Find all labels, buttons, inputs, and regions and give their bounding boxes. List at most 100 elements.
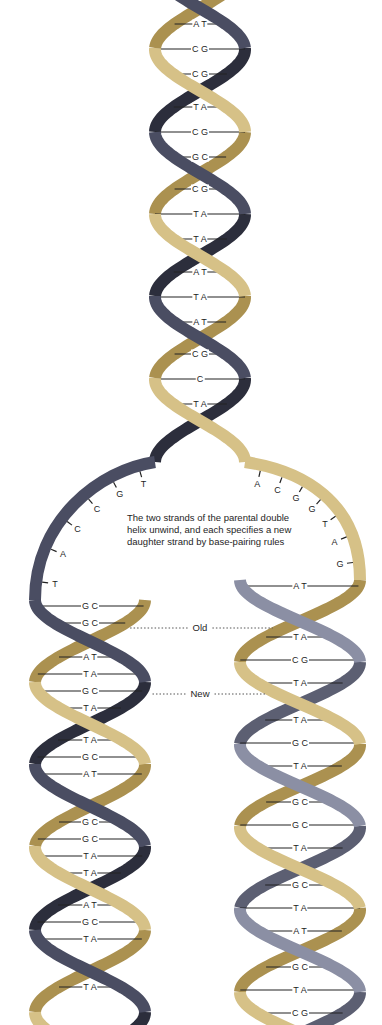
base-label: C [73, 525, 82, 534]
base-pair-label: G C [291, 798, 309, 807]
base-tick [42, 582, 48, 584]
base-pair-label: A T [292, 927, 307, 936]
strand-front [35, 930, 145, 1012]
base-pair-label: C G [291, 656, 309, 665]
base-pair-label: T A [292, 716, 307, 725]
strand-front [155, 296, 245, 378]
base-tick [67, 522, 72, 526]
base-label: A [59, 550, 67, 559]
base-label: A [253, 479, 261, 488]
base-tick [317, 500, 321, 505]
strand-front [35, 682, 145, 764]
base-label: C [93, 504, 102, 513]
base-pair-label: T A [292, 844, 307, 853]
strand-front [35, 600, 145, 682]
base-pair-label: T A [82, 983, 97, 992]
base-tick [299, 487, 302, 492]
helix-back-strands [35, 0, 360, 1025]
strand-label: Old [191, 623, 210, 633]
strand-back [240, 580, 360, 662]
strand-front [240, 580, 360, 662]
base-label: A [330, 537, 338, 546]
base-ticks [42, 471, 353, 583]
strand-back [35, 682, 145, 764]
strand-front [155, 132, 245, 214]
base-pair-label: C [196, 375, 205, 384]
base-label: T [140, 479, 148, 488]
base-pair-label: G C [291, 881, 309, 890]
base-pair-label: T A [82, 935, 97, 944]
base-pair-label: G C [191, 153, 209, 162]
base-tick [259, 471, 260, 477]
strand-front [155, 378, 245, 462]
leader-line [215, 694, 267, 695]
base-pair-label: T A [82, 736, 97, 745]
strand-front [240, 992, 314, 1025]
base-pair-label: T A [82, 670, 97, 679]
base-pair-label: G C [291, 963, 309, 972]
leader-line [129, 628, 188, 629]
base-pair-label: C G [291, 1009, 309, 1018]
strand-front [155, 214, 245, 296]
helix-front-strands [35, 0, 360, 1025]
base-label: C [273, 485, 282, 494]
base-pair-label: T A [292, 633, 307, 642]
strand-back [155, 214, 245, 296]
base-pair-label: T A [292, 762, 307, 771]
base-pair-label: C G [191, 350, 209, 359]
strand-back [35, 930, 145, 1012]
base-label: G [115, 489, 124, 498]
base-pair-label: C G [191, 128, 209, 137]
base-pair-label: T A [292, 904, 307, 913]
base-label: G [336, 560, 345, 569]
base-pair-label: A T [292, 582, 307, 591]
base-pair-label: T A [192, 210, 207, 219]
strand-back [118, 1012, 145, 1025]
leader-lines [129, 628, 273, 694]
base-pair-label: G C [81, 753, 99, 762]
strand-front [35, 846, 145, 930]
strand-back [286, 992, 360, 1025]
strand-back [240, 744, 360, 826]
base-pair-label: T A [292, 679, 307, 688]
strand-back [155, 132, 245, 214]
base-pair-label: C G [191, 45, 209, 54]
strand-front [240, 662, 360, 744]
base-pair-label: G C [81, 602, 99, 611]
base-pair-label: T A [192, 103, 207, 112]
base-tick [331, 516, 336, 519]
base-pair-label: T A [82, 852, 97, 861]
base-tick [140, 471, 142, 477]
base-pair-label: G C [81, 818, 99, 827]
base-pair-label: G C [81, 835, 99, 844]
base-label: T [321, 519, 329, 528]
strand-front [240, 826, 360, 908]
base-pair-rungs [36, 24, 359, 1013]
strand-back [155, 296, 245, 378]
strand-front [240, 908, 360, 992]
caption-note: The two strands of the parental double h… [126, 512, 296, 548]
strand-back [35, 846, 145, 930]
base-pair-label: T A [192, 235, 207, 244]
base-pair-label: T A [82, 704, 97, 713]
strand-front [240, 744, 360, 826]
base-tick [341, 537, 347, 539]
strand-back [240, 662, 360, 744]
base-pair-label: C G [191, 185, 209, 194]
base-pair-label: G C [81, 687, 99, 696]
base-pair-label: T A [82, 869, 97, 878]
strand-front [35, 1012, 62, 1025]
base-pair-label: G C [81, 619, 99, 628]
base-pair-label: G C [291, 739, 309, 748]
base-pair-label: A T [82, 653, 97, 662]
base-pair-label: A T [82, 770, 97, 779]
base-pair-label: A T [192, 318, 207, 327]
base-label: G [291, 494, 300, 503]
base-pair-label: T A [292, 986, 307, 995]
strand-back [155, 48, 245, 132]
base-pair-label: T A [192, 400, 207, 409]
leader-line [152, 694, 186, 695]
leader-line [212, 628, 272, 629]
